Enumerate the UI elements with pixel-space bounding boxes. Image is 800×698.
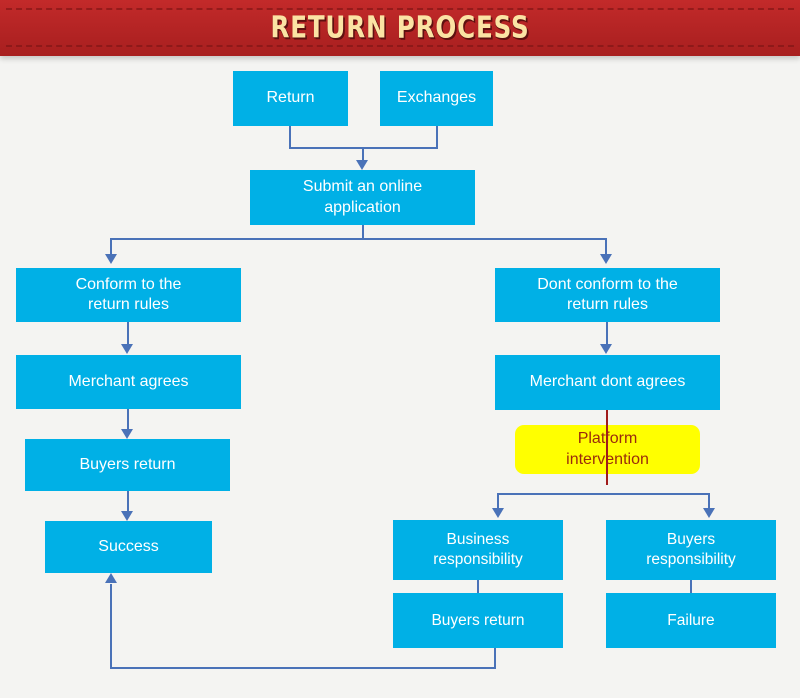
- connector-buyers-return-to-success: [127, 491, 129, 513]
- arrow-into-merchant-agrees: [121, 344, 133, 354]
- connector-platform-split-right: [708, 493, 710, 509]
- node-dont-conform-to-return-rules[interactable]: Dont conform to the return rules: [495, 268, 720, 322]
- node-business-responsibility[interactable]: Business responsibility: [393, 520, 563, 580]
- node-return[interactable]: Return: [233, 71, 348, 126]
- connector-platform-split-left: [497, 493, 499, 509]
- connector-submit-down: [362, 225, 364, 239]
- node-dont-conform-text: Dont conform to the return rules: [537, 275, 678, 313]
- node-buyers-return-bottom[interactable]: Buyers return: [393, 593, 563, 648]
- node-conform-text: Conform to the return rules: [75, 275, 182, 313]
- connector-dont-conform-to-merchant: [606, 322, 608, 345]
- arrow-into-buyers-responsibility: [703, 508, 715, 518]
- connector-merge-stem: [362, 147, 364, 163]
- node-submit-text: Submit an online application: [302, 178, 423, 216]
- connector-feedback-bottom: [110, 667, 496, 669]
- node-merchant-dont-agrees[interactable]: Merchant dont agrees: [495, 355, 720, 410]
- connector-split-bar: [110, 238, 607, 240]
- connector-conform-to-merchant: [127, 322, 129, 345]
- page-title: RETURN PROCESS: [0, 11, 800, 46]
- node-exchanges[interactable]: Exchanges: [380, 71, 493, 126]
- node-submit-application[interactable]: Submit an online application: [250, 170, 475, 225]
- arrow-into-merchant-dont-agrees: [600, 344, 612, 354]
- connector-buyers-resp-to-failure: [690, 580, 692, 594]
- connector-feedback-up: [110, 584, 112, 669]
- node-merchant-agrees[interactable]: Merchant agrees: [16, 355, 241, 409]
- node-buyers-return-left[interactable]: Buyers return: [25, 439, 230, 491]
- connector-platform-red: [606, 410, 608, 485]
- node-success[interactable]: Success: [45, 521, 212, 573]
- node-failure[interactable]: Failure: [606, 593, 776, 648]
- arrow-into-business-responsibility: [492, 508, 504, 518]
- connector-return-down: [289, 126, 291, 148]
- arrow-into-buyers-return-left: [121, 429, 133, 439]
- node-conform-to-return-rules[interactable]: Conform to the return rules: [16, 268, 241, 322]
- banner-stitch-bottom: [6, 45, 794, 47]
- node-buyers-responsibility-text: Buyers responsibility: [646, 531, 736, 568]
- node-business-responsibility-text: Business responsibility: [433, 531, 523, 568]
- connector-feedback-down: [494, 648, 496, 669]
- arrow-feedback-into-success: [105, 573, 117, 583]
- arrow-into-dont-conform: [600, 254, 612, 264]
- connector-platform-split-bar: [497, 493, 710, 495]
- page-title-text: RETURN PROCESS: [270, 10, 530, 46]
- arrow-into-success: [121, 511, 133, 521]
- header-banner: RETURN PROCESS: [0, 0, 800, 56]
- connector-business-to-buyers-return: [477, 580, 479, 594]
- connector-merchant-to-buyers-return: [127, 409, 129, 431]
- banner-stitch-top: [6, 8, 794, 10]
- arrow-into-conform: [105, 254, 117, 264]
- node-buyers-responsibility[interactable]: Buyers responsibility: [606, 520, 776, 580]
- arrow-into-submit: [356, 160, 368, 170]
- connector-split-left: [110, 238, 112, 255]
- connector-split-right: [605, 238, 607, 255]
- connector-exchanges-down: [436, 126, 438, 148]
